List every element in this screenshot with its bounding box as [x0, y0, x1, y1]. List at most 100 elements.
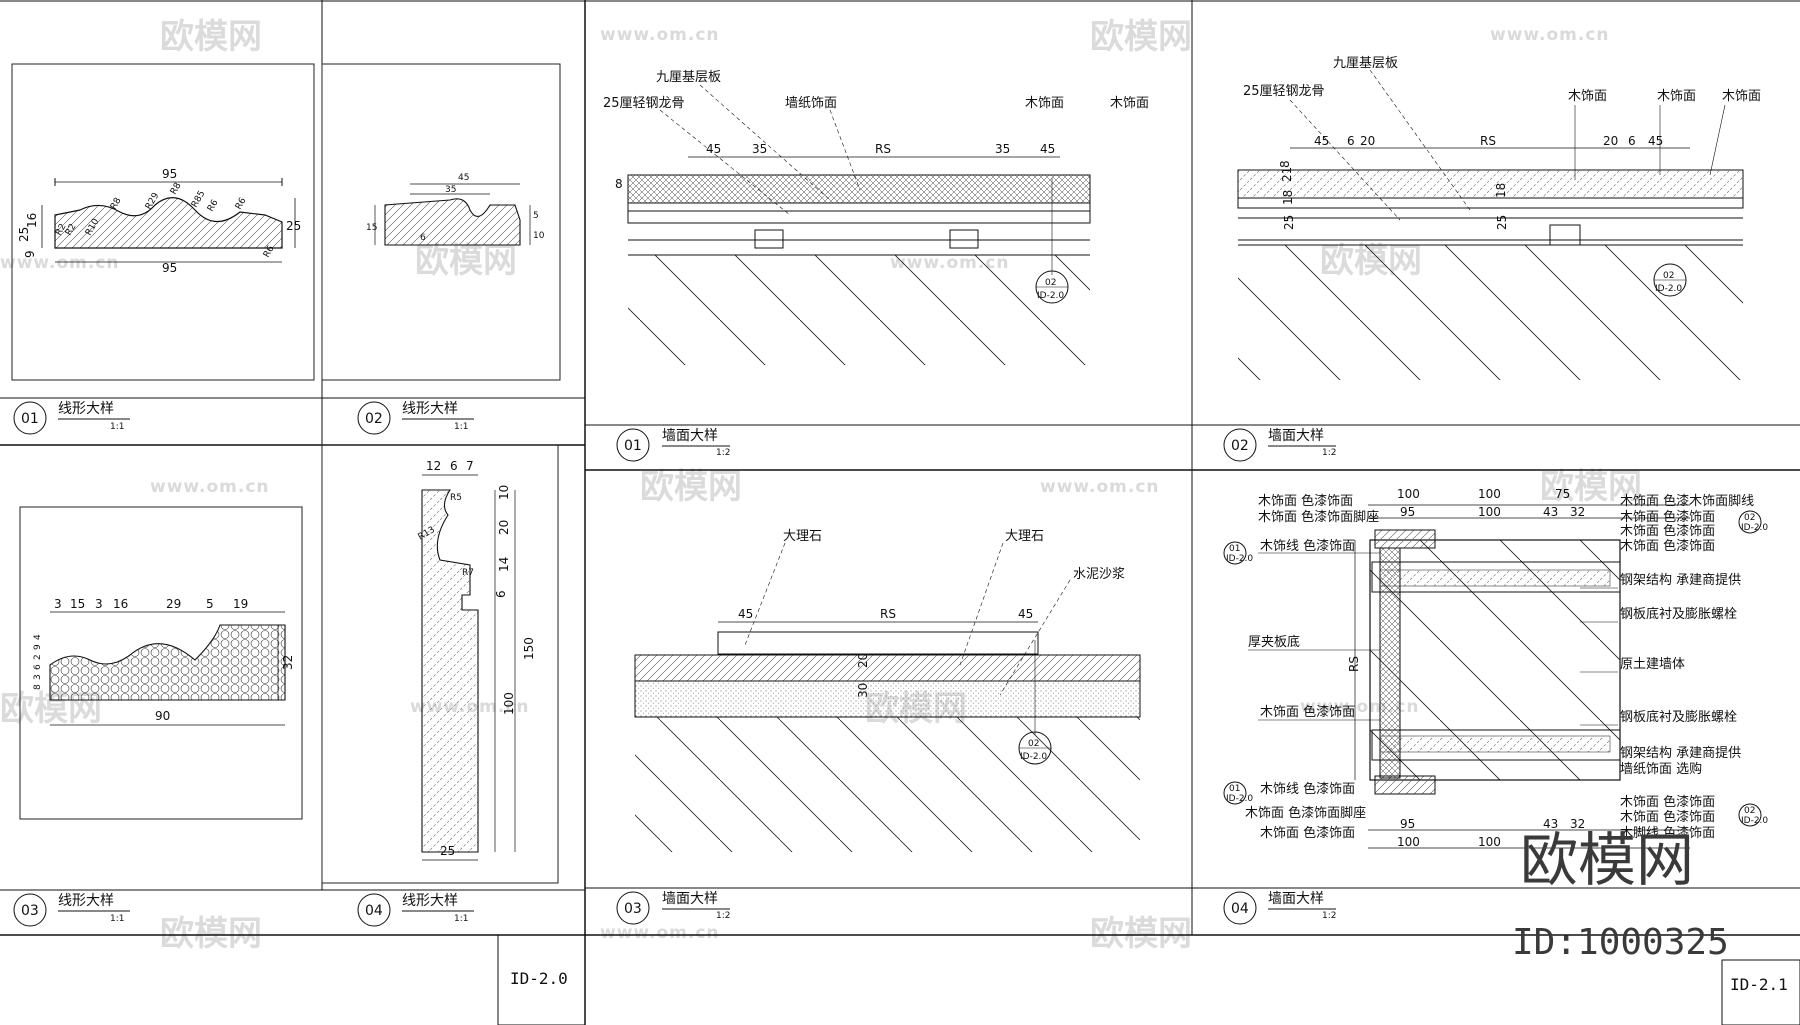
dim-t2: 15: [70, 597, 85, 611]
right-note: 木饰面 色漆饰面: [1620, 809, 1715, 825]
dim: 35: [752, 142, 767, 156]
dim: 45: [1314, 134, 1329, 148]
dim: 25: [1495, 215, 1509, 230]
callout-note: 25厘轻钢龙骨: [1243, 84, 1325, 99]
ref-top: 02: [1663, 271, 1674, 281]
dim-top: 45: [458, 173, 469, 183]
detail-number-circle: [13, 893, 47, 927]
detail-scale: 1:1: [454, 914, 468, 924]
right-note: 钢板底衬及膨胀螺栓: [1620, 709, 1737, 725]
dim-top: 100: [1478, 505, 1501, 519]
callout-note: 木饰面: [1568, 89, 1607, 104]
detail-number: 01: [21, 411, 39, 427]
ref-bottom: ID-2.0: [1020, 752, 1047, 762]
watermark-brand: 欧模网: [160, 914, 262, 954]
ref-top: 02: [1744, 513, 1755, 523]
detail-scale: 1:1: [110, 914, 124, 924]
dim-l2: 9: [33, 644, 43, 650]
left-note: 木饰面 色漆饰面: [1258, 493, 1353, 509]
radius-label: R5: [450, 493, 462, 503]
reference-bubble: [1738, 510, 1762, 534]
ref-bottom: ID-2.0: [1226, 794, 1253, 804]
dim: 8: [1278, 160, 1292, 168]
dim-t1: 3: [54, 597, 62, 611]
ref-top: 02: [1045, 278, 1056, 288]
callout-note: 大理石: [783, 529, 822, 544]
detail-scale: 1:2: [1322, 448, 1336, 458]
wall-detail-03: 45 RS 45 20 30 大理石 大理石 水泥沙浆 02 ID-2.0 03…: [616, 529, 1141, 925]
detail-number-circle: [1223, 428, 1257, 462]
callout-note: 木饰面: [1657, 89, 1696, 104]
callout-note: 木饰面: [1110, 96, 1149, 111]
detail-number: 02: [1231, 438, 1249, 454]
dim: 45: [1648, 134, 1663, 148]
detail-number: 02: [365, 411, 383, 427]
ref-bottom: ID-2.0: [1226, 554, 1253, 564]
dim-l4: 6: [33, 664, 43, 670]
dim: 18: [1494, 183, 1508, 198]
dim: 35: [995, 142, 1010, 156]
dim: 45: [706, 142, 721, 156]
ref-bottom: ID-2.0: [1741, 816, 1768, 826]
detail-number-circle: [616, 428, 650, 462]
dim-h2: 16: [25, 213, 39, 228]
detail-number-circle: [357, 401, 391, 435]
dim: RS: [880, 607, 896, 621]
dim-top: 95: [162, 167, 177, 181]
dim: 25: [1282, 215, 1296, 230]
wall-detail-04: 100 100 75 95 100 43 32 95 43 32 100 100…: [1223, 487, 1768, 925]
right-note: 木饰面 色漆饰面: [1620, 509, 1715, 525]
dim-r1: 10: [497, 485, 511, 500]
watermark-brand: 欧模网: [160, 17, 262, 57]
dim-right1: 5: [533, 211, 539, 221]
dim-top: 100: [1397, 487, 1420, 501]
radius-label: R7: [462, 568, 474, 578]
detail-profile-04: 12 6 7 10 20 14 6 150 100 25 R5 R13 R7 0…: [321, 444, 559, 927]
sheet-number-left: ID-2.0: [510, 969, 568, 988]
dim-bottom: 6: [420, 233, 426, 243]
detail-title: 线形大样: [58, 401, 114, 417]
dim: 8: [615, 177, 623, 191]
detail-profile-02: 45 35 15 5 10 6 02 线形大样 1:1: [321, 63, 561, 435]
dim-t4: 16: [113, 597, 128, 611]
detail-title: 墙面大样: [1268, 428, 1324, 444]
radius-label: R85: [190, 189, 208, 209]
dim-bottom: 90: [155, 709, 170, 723]
detail-title: 线形大样: [402, 893, 458, 909]
dim: RS: [1480, 134, 1496, 148]
ref-top: 01: [1229, 544, 1240, 554]
wall-detail-01: 45 35 RS 35 45 8 九厘基层板 25厘轻钢龙骨 墙纸饰面 木饰面 …: [603, 70, 1149, 462]
watermark-url: www.om.cn: [0, 253, 120, 273]
dim-l5: 3: [33, 674, 43, 680]
dim: RS: [875, 142, 891, 156]
ref-top: 02: [1744, 806, 1755, 816]
dim-bottom: 100: [1397, 835, 1420, 849]
right-note: 木脚线 色漆饰面: [1620, 825, 1715, 841]
dim-top: 43: [1543, 505, 1558, 519]
watermark-brand: 欧模网: [1540, 467, 1642, 507]
detail-number-circle: [357, 893, 391, 927]
dim-t5: 29: [166, 597, 181, 611]
dim-t7: 19: [233, 597, 248, 611]
dim-top: 75: [1555, 487, 1570, 501]
detail-scale: 1:2: [716, 911, 730, 921]
dim-top: 100: [1478, 487, 1501, 501]
detail-title: 线形大样: [402, 401, 458, 417]
dim: 20: [1360, 134, 1375, 148]
callout-note: 大理石: [1005, 529, 1044, 544]
dim-bottom: 25: [440, 844, 455, 858]
right-note: 木饰面 色漆饰面: [1620, 523, 1715, 539]
dim-mid: 35: [445, 185, 456, 195]
dim-l6: 8: [33, 684, 43, 690]
dim: 20: [856, 653, 870, 668]
left-note: 木饰面 色漆饰面: [1260, 704, 1355, 720]
dim-l3: 2: [33, 654, 43, 660]
detail-number-circle: [13, 401, 47, 435]
watermark-url: www.om.cn: [600, 25, 720, 45]
radius-label: R6: [234, 196, 249, 212]
watermark-brand: 欧模网: [1090, 914, 1192, 954]
detail-number: 04: [365, 903, 383, 919]
dim-t6: 5: [206, 597, 214, 611]
dim-l1: 4: [33, 634, 43, 640]
